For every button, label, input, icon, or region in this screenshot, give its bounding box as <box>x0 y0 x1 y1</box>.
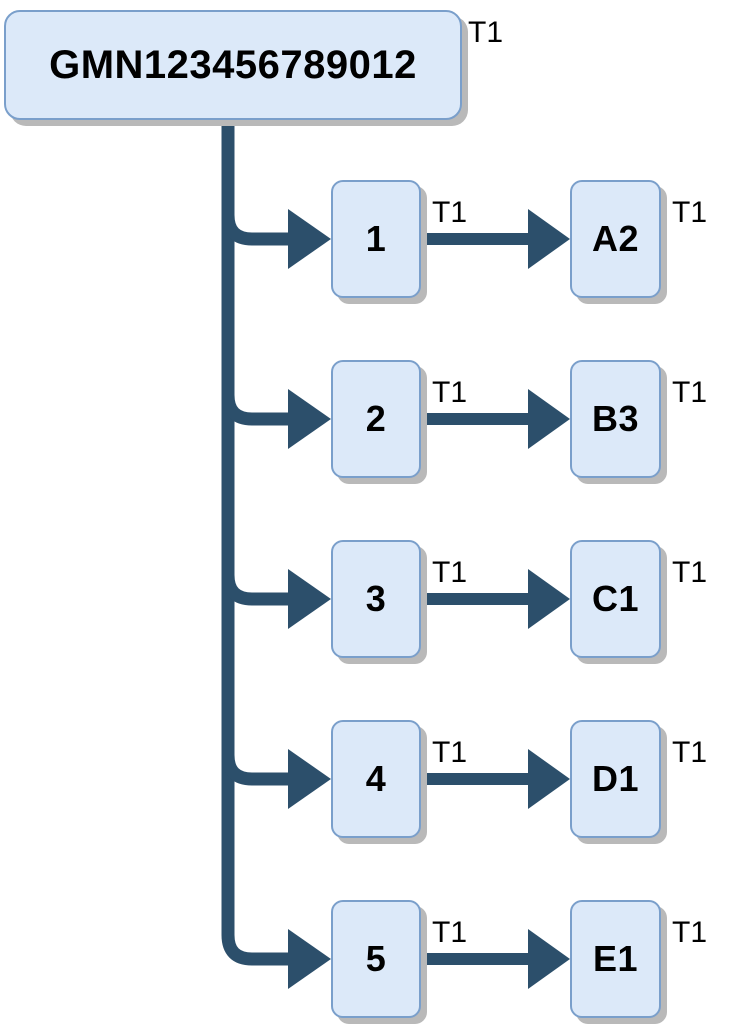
node-branch-5-first[interactable]: 5 <box>331 900 421 1018</box>
branch-arrowhead-2 <box>288 389 331 449</box>
port-tag-branch-5-second: T1 <box>672 916 708 949</box>
node-branch-5-second-label: E1 <box>592 938 639 979</box>
node-branch-1-second-label: A2 <box>591 218 640 259</box>
edge-tag-branch-3: T1 <box>432 556 468 589</box>
branch-elbow-5 <box>221 934 292 966</box>
node-branch-2-second-label: B3 <box>591 398 640 439</box>
node-branch-1-first[interactable]: 1 <box>331 180 421 298</box>
node-branch-3-first[interactable]: 3 <box>331 540 421 658</box>
node-branch-2-first-label: 2 <box>365 398 387 439</box>
branch-arrowhead-3 <box>288 569 331 629</box>
edge-tag-branch-5: T1 <box>432 916 468 949</box>
edge-tag-branch-2: T1 <box>432 376 468 409</box>
node-branch-4-first[interactable]: 4 <box>331 720 421 838</box>
edge-arrowhead-3 <box>528 569 570 629</box>
node-branch-4-first-label: 4 <box>365 758 387 799</box>
node-branch-3-first-label: 3 <box>365 578 387 619</box>
branch-elbow-3 <box>221 574 292 606</box>
branch-arrowhead-5 <box>288 929 331 989</box>
branch-elbow-2 <box>221 394 292 426</box>
node-branch-5-second[interactable]: E1 <box>570 900 661 1018</box>
port-tag-branch-4-second: T1 <box>672 736 708 769</box>
edge-arrowhead-1 <box>528 209 570 269</box>
node-branch-4-second-label: D1 <box>591 758 640 799</box>
edge-arrowhead-5 <box>528 929 570 989</box>
port-tag-branch-2-second: T1 <box>672 376 708 409</box>
branch-arrowhead-1 <box>288 209 331 269</box>
branch-arrowhead-4 <box>288 749 331 809</box>
edge-tag-branch-4: T1 <box>432 736 468 769</box>
node-root[interactable]: GMN123456789012 <box>4 10 462 120</box>
node-branch-3-second[interactable]: C1 <box>570 540 661 658</box>
edge-tag-branch-1: T1 <box>432 196 468 229</box>
port-tag-root: T1 <box>468 16 504 49</box>
node-branch-2-first[interactable]: 2 <box>331 360 421 478</box>
node-root-label: GMN123456789012 <box>49 43 417 87</box>
edge-arrowhead-4 <box>528 749 570 809</box>
node-branch-1-second[interactable]: A2 <box>570 180 661 298</box>
port-tag-branch-3-second: T1 <box>672 556 708 589</box>
edge-arrowhead-2 <box>528 389 570 449</box>
node-branch-2-second[interactable]: B3 <box>570 360 661 478</box>
node-branch-4-second[interactable]: D1 <box>570 720 661 838</box>
node-branch-5-first-label: 5 <box>365 938 387 979</box>
port-tag-branch-1-second: T1 <box>672 196 708 229</box>
node-branch-1-first-label: 1 <box>365 218 387 259</box>
branch-elbow-1 <box>221 214 292 246</box>
branch-elbow-4 <box>221 754 292 786</box>
node-branch-3-second-label: C1 <box>591 578 640 619</box>
